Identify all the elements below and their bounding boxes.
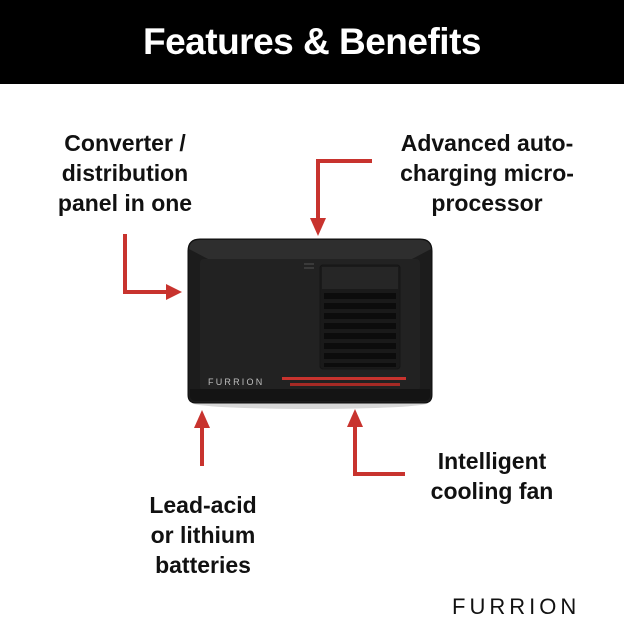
label-fan-line: cooling fan: [430, 478, 554, 504]
device-brand-label: FURRION: [208, 377, 264, 387]
callout-arrow-icon: [316, 159, 372, 220]
arrow-head-icon: [194, 410, 210, 428]
arrow-head-icon: [166, 284, 182, 300]
label-converter-line: distribution: [61, 160, 189, 186]
arrow-head-icon: [310, 218, 326, 236]
callout-arrow-icon: [123, 234, 166, 294]
label-processor-line: processor: [431, 190, 543, 216]
power-converter-icon: FURRION: [187, 238, 433, 409]
furrion-logo: FURRION: [452, 594, 581, 619]
label-fan-line: Intelligent: [437, 448, 547, 474]
arrow-head-icon: [347, 409, 363, 427]
label-batteries-line: batteries: [155, 552, 251, 578]
label-batteries-line: or lithium: [150, 522, 256, 548]
header-banner: Features & Benefits: [0, 0, 624, 84]
label-fan: Intelligent cooling fan: [412, 446, 572, 506]
label-processor-line: Advanced auto-: [400, 130, 574, 156]
label-converter-line: panel in one: [57, 190, 193, 216]
label-converter-line: Converter /: [64, 130, 186, 156]
label-processor: Advanced auto- charging micro- processor: [382, 128, 592, 218]
label-processor-line: charging micro-: [400, 160, 574, 186]
callout-arrow-icon: [353, 425, 405, 476]
page-title: Features & Benefits: [143, 21, 482, 62]
label-batteries-line: Lead-acid: [149, 492, 257, 518]
label-converter: Converter / distribution panel in one: [40, 128, 210, 218]
label-batteries: Lead-acid or lithium batteries: [118, 490, 288, 580]
